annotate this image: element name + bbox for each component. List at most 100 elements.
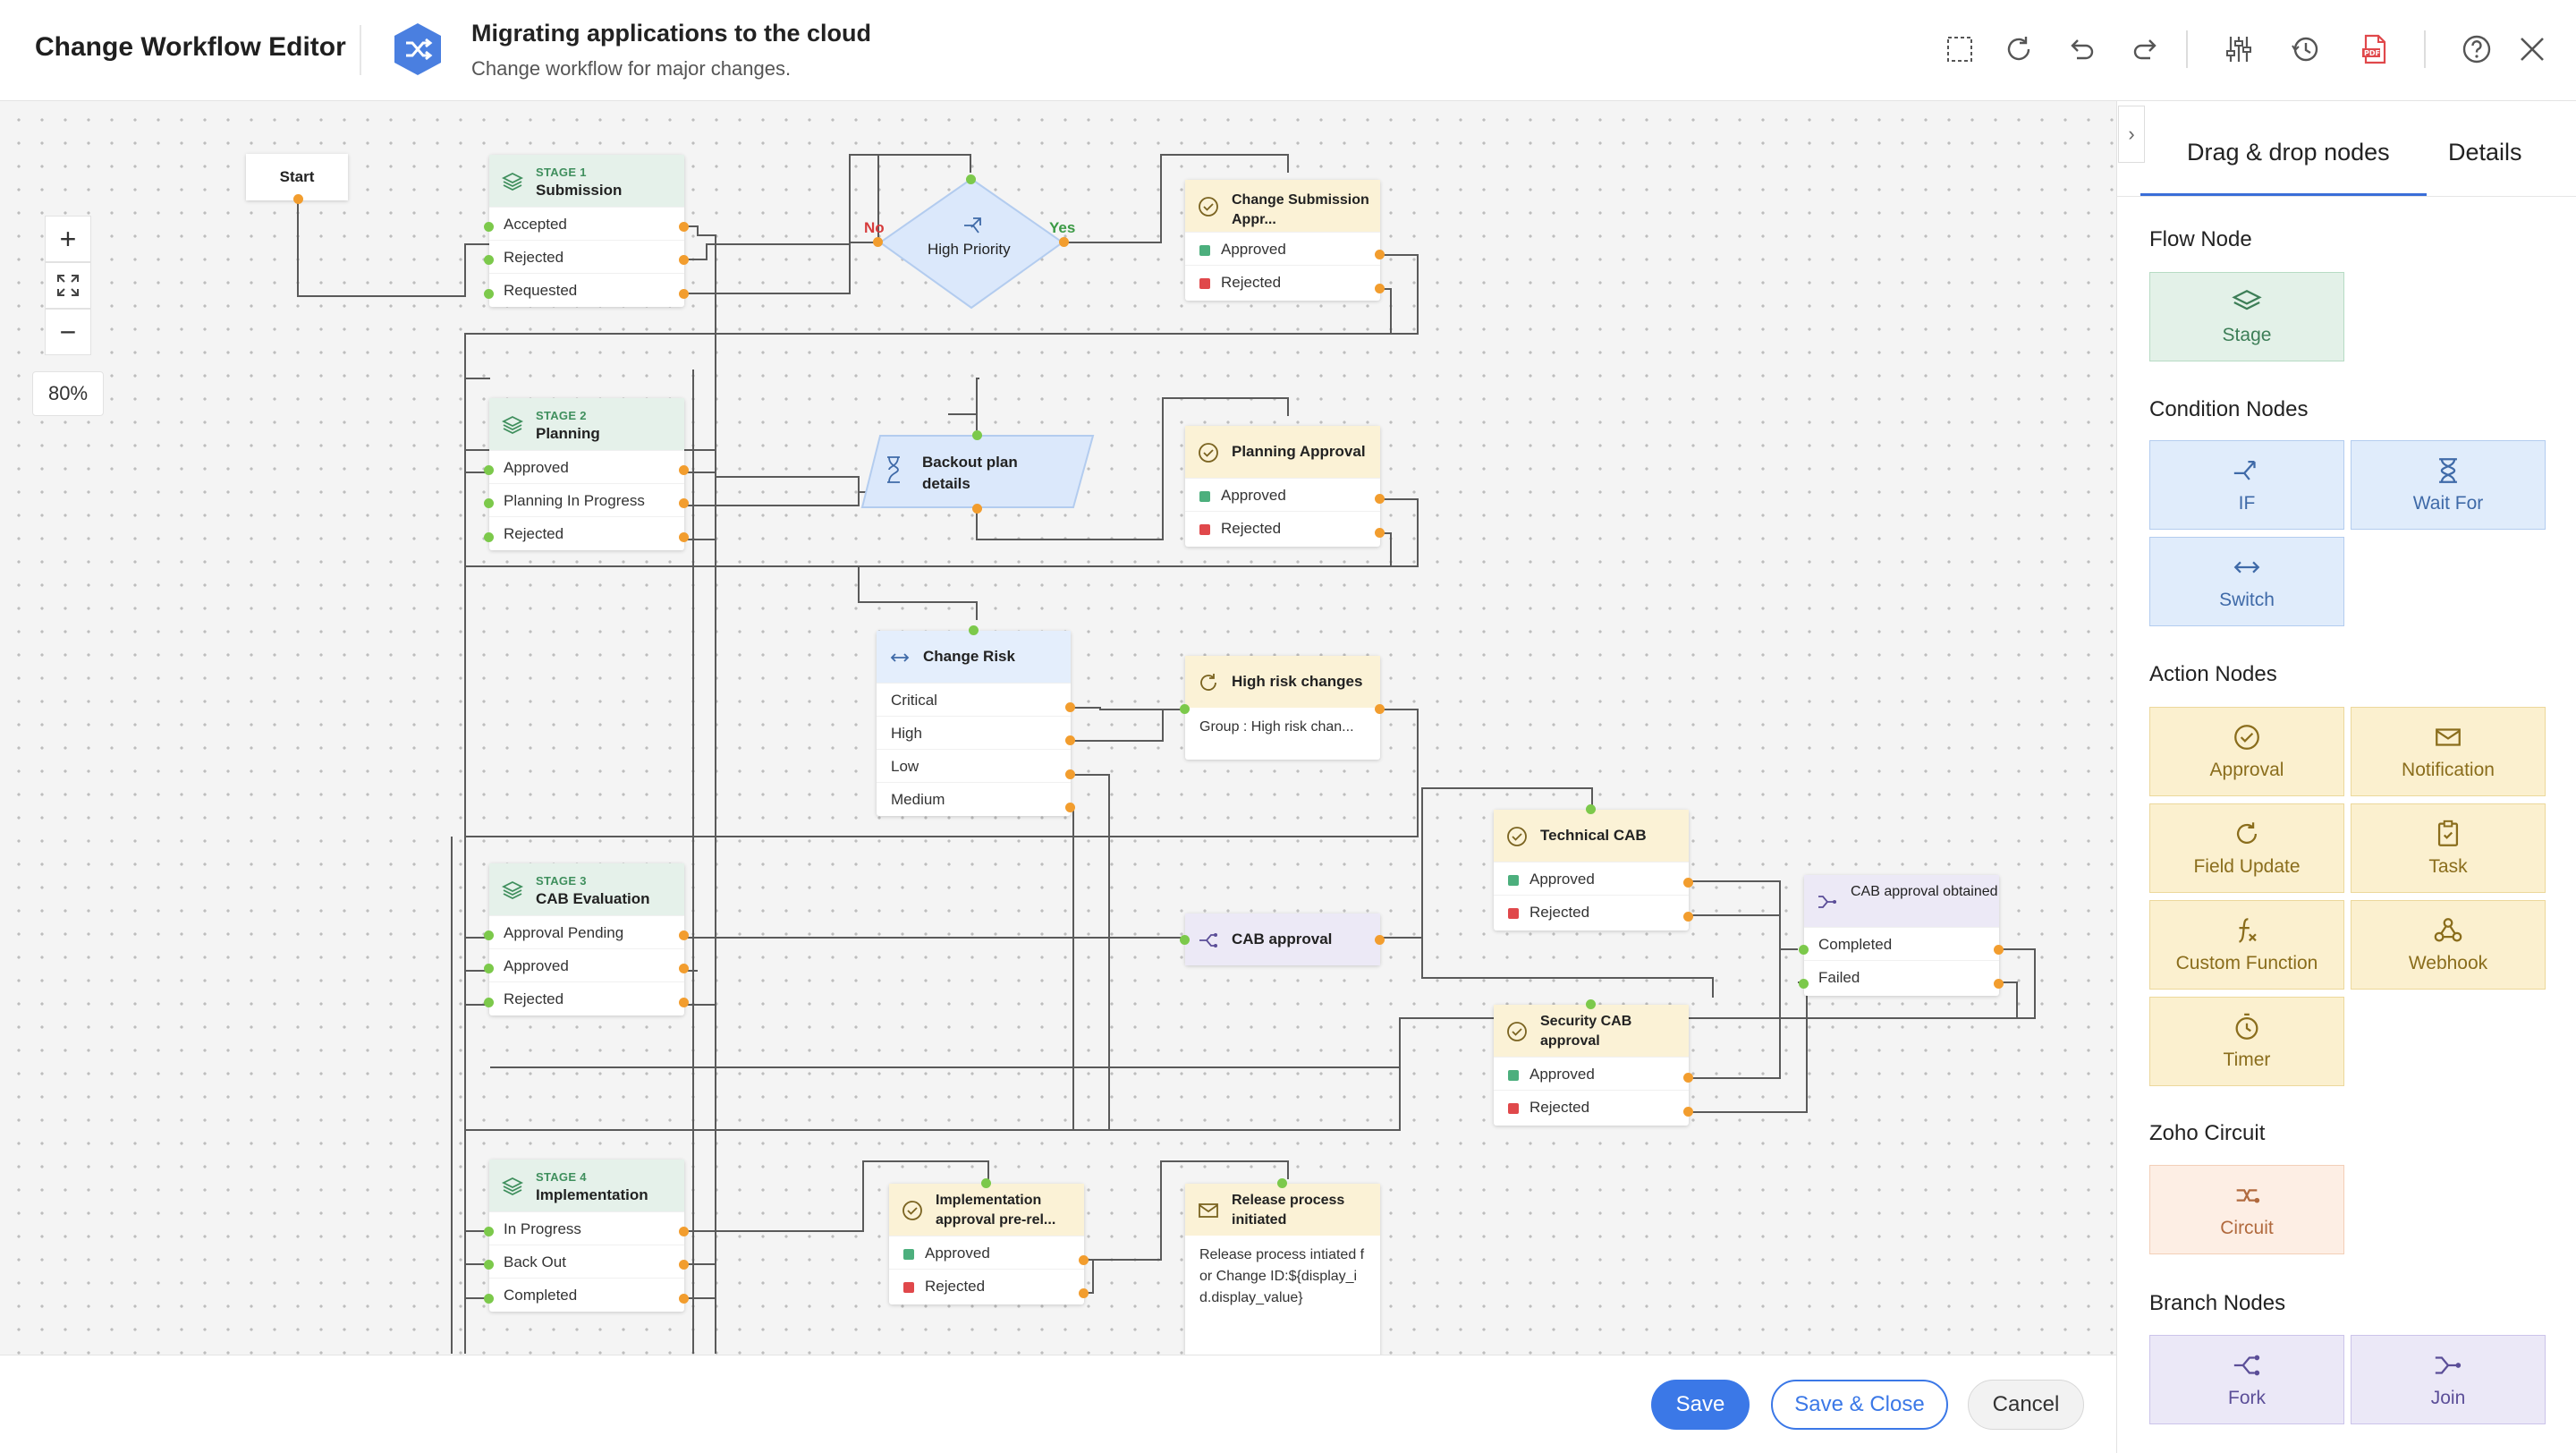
port-out[interactable]: [1683, 1073, 1693, 1083]
port-in[interactable]: [972, 430, 982, 440]
port-in[interactable]: [484, 289, 494, 299]
field-update-node-high-risk[interactable]: High risk changes Group : High risk chan…: [1180, 656, 1385, 760]
port-out[interactable]: [1375, 250, 1385, 259]
start-node[interactable]: Start: [246, 154, 348, 200]
workflow-canvas[interactable]: + − 80% Start STAGE 1 Submission Accepte…: [0, 101, 2116, 1355]
palette-webhook[interactable]: Webhook: [2351, 900, 2546, 990]
palette-if[interactable]: IF: [2149, 440, 2344, 530]
port-out[interactable]: [1994, 979, 2004, 989]
port-in[interactable]: [484, 1260, 494, 1270]
palette-notification[interactable]: Notification: [2351, 707, 2546, 796]
port-out[interactable]: [679, 498, 689, 508]
palette-field-update[interactable]: Field Update: [2149, 803, 2344, 893]
cancel-button[interactable]: Cancel: [1968, 1380, 2084, 1430]
palette-approval[interactable]: Approval: [2149, 707, 2344, 796]
port-in[interactable]: [1799, 979, 1809, 989]
port-in[interactable]: [1277, 1178, 1287, 1188]
palette-join[interactable]: Join: [2351, 1335, 2546, 1424]
stage-node-cab-evaluation[interactable]: STAGE 3 CAB Evaluation Approval Pending …: [484, 863, 689, 1015]
port-out[interactable]: [679, 1294, 689, 1304]
port-in[interactable]: [484, 930, 494, 940]
port-in[interactable]: [1799, 945, 1809, 955]
palette-task[interactable]: Task: [2351, 803, 2546, 893]
palette-wait-for[interactable]: Wait For: [2351, 440, 2546, 530]
port-out[interactable]: [1683, 1107, 1693, 1117]
port-out[interactable]: [1059, 237, 1069, 247]
port-out[interactable]: [1375, 704, 1385, 714]
port-out[interactable]: [679, 998, 689, 1007]
switch-node-change-risk[interactable]: Change Risk Critical High Low Medium: [877, 625, 1075, 816]
port-out[interactable]: [1375, 528, 1385, 538]
zoom-out-button[interactable]: −: [45, 309, 91, 355]
port-out[interactable]: [1079, 1288, 1089, 1298]
port-out[interactable]: [679, 930, 689, 940]
stage-node-planning[interactable]: STAGE 2 Planning Approved Planning In Pr…: [484, 398, 689, 550]
port-in[interactable]: [484, 222, 494, 232]
pdf-icon[interactable]: PDF: [2356, 30, 2394, 68]
port-out[interactable]: [1065, 735, 1075, 745]
port-out[interactable]: [1375, 935, 1385, 945]
port-out[interactable]: [1375, 284, 1385, 293]
port-in[interactable]: [484, 964, 494, 973]
help-icon[interactable]: [2458, 30, 2496, 68]
port-in[interactable]: [1586, 804, 1596, 814]
tab-details[interactable]: Details: [2448, 139, 2522, 166]
join-node-cab-approval-obtained[interactable]: CAB approval obtained Completed Failed: [1799, 875, 2004, 996]
stage-node-implementation[interactable]: STAGE 4 Implementation In Progress Back …: [484, 1160, 689, 1312]
select-area-icon[interactable]: [1941, 30, 1979, 68]
port-out[interactable]: [679, 1227, 689, 1236]
port-out[interactable]: [1683, 878, 1693, 888]
palette-stage[interactable]: Stage: [2149, 272, 2344, 361]
save-button[interactable]: Save: [1651, 1380, 1750, 1430]
palette-timer[interactable]: Timer: [2149, 997, 2344, 1086]
palette-custom-function[interactable]: Custom Function: [2149, 900, 2344, 990]
port-out[interactable]: [873, 237, 883, 247]
port-out[interactable]: [1683, 912, 1693, 922]
port-in[interactable]: [966, 174, 976, 184]
port-out[interactable]: [679, 289, 689, 299]
port-in[interactable]: [484, 1227, 494, 1236]
port-in[interactable]: [484, 1294, 494, 1304]
port-out[interactable]: [1994, 945, 2004, 955]
approval-node-implementation[interactable]: Implementation approval pre-rel... Appro…: [889, 1178, 1089, 1304]
stage-node-submission[interactable]: STAGE 1 Submission Accepted Rejected Req…: [484, 155, 689, 307]
notification-node-release-process[interactable]: Release process initiated Release proces…: [1185, 1178, 1380, 1355]
port-out[interactable]: [1065, 803, 1075, 812]
approval-node-planning[interactable]: Planning Approval Approved Rejected: [1185, 426, 1385, 547]
if-condition-node[interactable]: [878, 177, 1064, 311]
port-out[interactable]: [293, 194, 303, 204]
settings-sliders-icon[interactable]: [2220, 30, 2258, 68]
port-out[interactable]: [679, 964, 689, 973]
fit-to-screen-button[interactable]: [45, 262, 91, 309]
port-in[interactable]: [484, 532, 494, 542]
port-out[interactable]: [679, 465, 689, 475]
redo-icon[interactable]: [2127, 30, 2165, 68]
port-in[interactable]: [1180, 935, 1190, 945]
save-and-close-button[interactable]: Save & Close: [1771, 1380, 1948, 1430]
port-out[interactable]: [972, 504, 982, 514]
port-out[interactable]: [679, 532, 689, 542]
port-out[interactable]: [1375, 494, 1385, 504]
fork-node-cab-approval[interactable]: CAB approval: [1180, 913, 1385, 965]
port-out[interactable]: [679, 1260, 689, 1270]
approval-node-technical-cab[interactable]: Technical CAB Approved Rejected: [1494, 804, 1693, 930]
history-icon[interactable]: [2286, 30, 2324, 68]
zoom-in-button[interactable]: +: [45, 216, 91, 262]
port-out[interactable]: [679, 222, 689, 232]
port-in[interactable]: [981, 1178, 991, 1188]
port-in[interactable]: [1180, 704, 1190, 714]
port-out[interactable]: [1065, 702, 1075, 712]
undo-icon[interactable]: [2063, 30, 2100, 68]
port-in[interactable]: [484, 498, 494, 508]
palette-circuit[interactable]: Circuit: [2149, 1165, 2344, 1254]
palette-switch[interactable]: Switch: [2149, 537, 2344, 626]
port-in[interactable]: [484, 465, 494, 475]
port-in[interactable]: [484, 255, 494, 265]
collapse-panel-button[interactable]: ›: [2118, 106, 2145, 163]
wait-for-node-backout-plan[interactable]: [860, 434, 1095, 509]
port-in[interactable]: [484, 998, 494, 1007]
port-in[interactable]: [1586, 999, 1596, 1009]
approval-node-change-submission[interactable]: Change Submission Appr... Approved Rejec…: [1185, 180, 1385, 301]
port-out[interactable]: [1079, 1255, 1089, 1265]
approval-node-security-cab[interactable]: Security CAB approval Approved Rejected: [1494, 999, 1693, 1126]
